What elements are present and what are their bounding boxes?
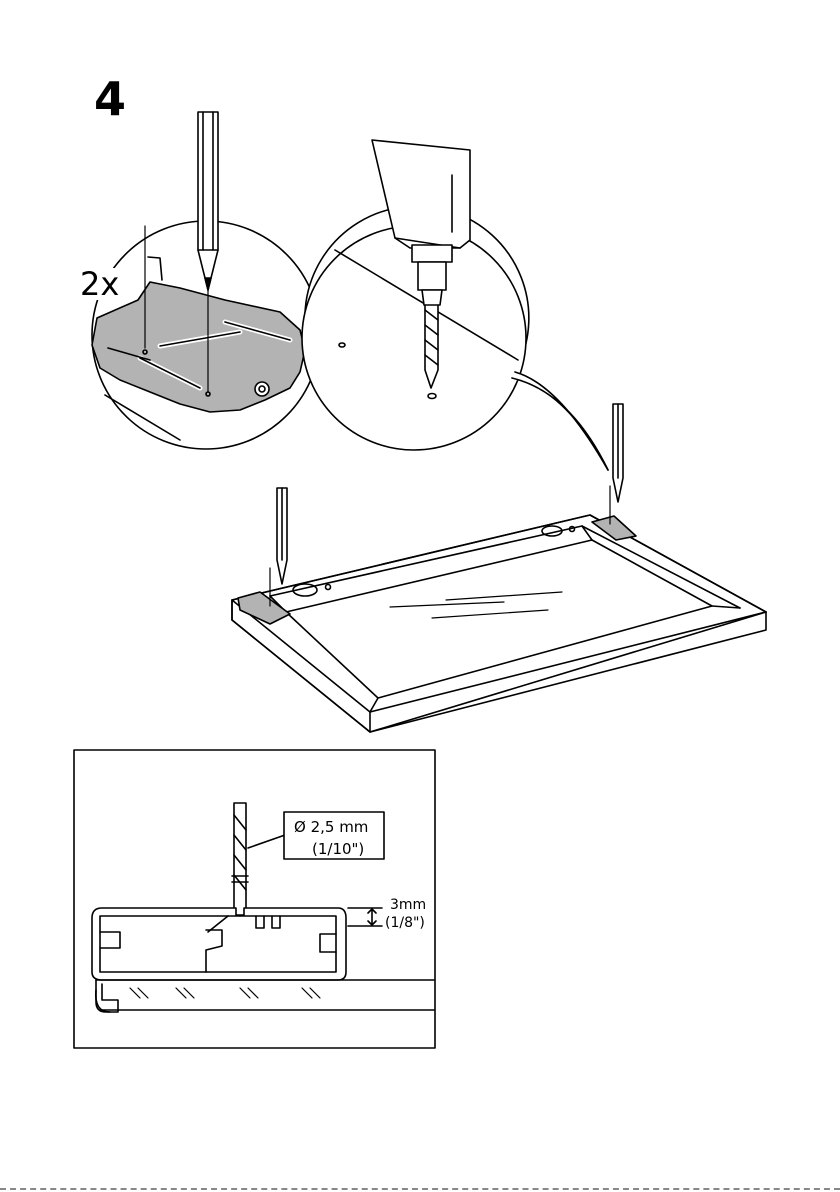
step-number: 4 — [94, 76, 126, 122]
drill-diameter-label: Ø 2,5 mm — [294, 818, 368, 836]
drill-depth-inch-label: (1/8") — [385, 915, 425, 932]
drill-depth-mm-label: 3mm — [390, 897, 426, 914]
frame-illustration — [232, 515, 766, 732]
page-edge-divider — [0, 1188, 840, 1190]
drill-diameter-inch-label: (1/10") — [312, 840, 364, 858]
quantity-label: 2x — [80, 268, 123, 300]
cross-section-detail — [74, 750, 435, 1048]
pencil-icon-frame-right — [610, 404, 623, 524]
